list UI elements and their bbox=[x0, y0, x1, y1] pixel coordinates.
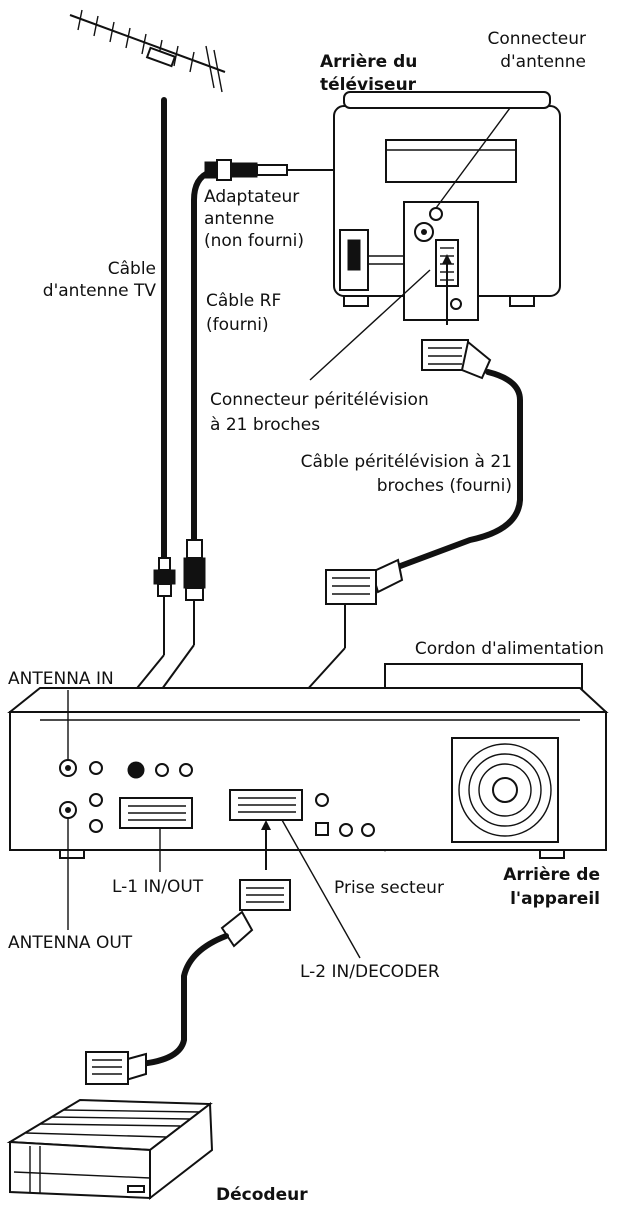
label-scart-connector-2: à 21 broches bbox=[210, 415, 320, 435]
label-antenna-adapter-3: (non fourni) bbox=[204, 231, 304, 251]
vcr-back bbox=[7, 687, 609, 859]
label-rf-cable-2: (fourni) bbox=[206, 315, 269, 335]
label-tv-back-2: téléviseur bbox=[320, 75, 417, 95]
scart-cable bbox=[185, 254, 523, 824]
label-antenna-in: ANTENNA IN bbox=[8, 669, 114, 689]
label-scart-cable-1: Câble péritélévision à 21 bbox=[301, 452, 512, 472]
label-mains-socket: Prise secteur bbox=[334, 878, 444, 898]
label-l2: L-2 IN/DECODER bbox=[300, 962, 440, 982]
labels: Arrière du téléviseur Connecteur d'anten… bbox=[8, 29, 604, 1205]
label-antenna-connector-1: Connecteur bbox=[487, 29, 586, 49]
label-rf-cable-1: Câble RF bbox=[206, 291, 281, 311]
cooling-fan bbox=[451, 737, 559, 843]
label-tv-antenna-cable-1: Câble bbox=[108, 259, 156, 279]
label-antenna-out: ANTENNA OUT bbox=[8, 933, 133, 953]
label-decoder: Décodeur bbox=[216, 1185, 308, 1205]
label-power-cord: Cordon d'alimentation bbox=[415, 639, 604, 659]
label-unit-back-1: Arrière de bbox=[503, 865, 600, 885]
label-antenna-adapter-1: Adaptateur bbox=[204, 187, 299, 207]
tv-back bbox=[333, 91, 561, 321]
label-scart-cable-2: broches (fourni) bbox=[377, 476, 512, 496]
label-tv-back-1: Arrière du bbox=[320, 52, 417, 72]
decoder-cable bbox=[85, 820, 291, 1085]
label-tv-antenna-cable-2: d'antenne TV bbox=[43, 281, 157, 301]
label-l1: L-1 IN/OUT bbox=[112, 877, 204, 897]
label-antenna-adapter-2: antenne bbox=[204, 209, 274, 229]
rooftop-antenna bbox=[69, 9, 226, 93]
decoder-box bbox=[6, 1098, 214, 1201]
leader-lines bbox=[67, 107, 511, 959]
tv-antenna-cable bbox=[70, 97, 176, 770]
label-unit-back-2: l'appareil bbox=[510, 889, 600, 909]
label-scart-connector-1: Connecteur péritélévision bbox=[210, 390, 429, 410]
label-antenna-connector-2: d'antenne bbox=[500, 52, 586, 72]
